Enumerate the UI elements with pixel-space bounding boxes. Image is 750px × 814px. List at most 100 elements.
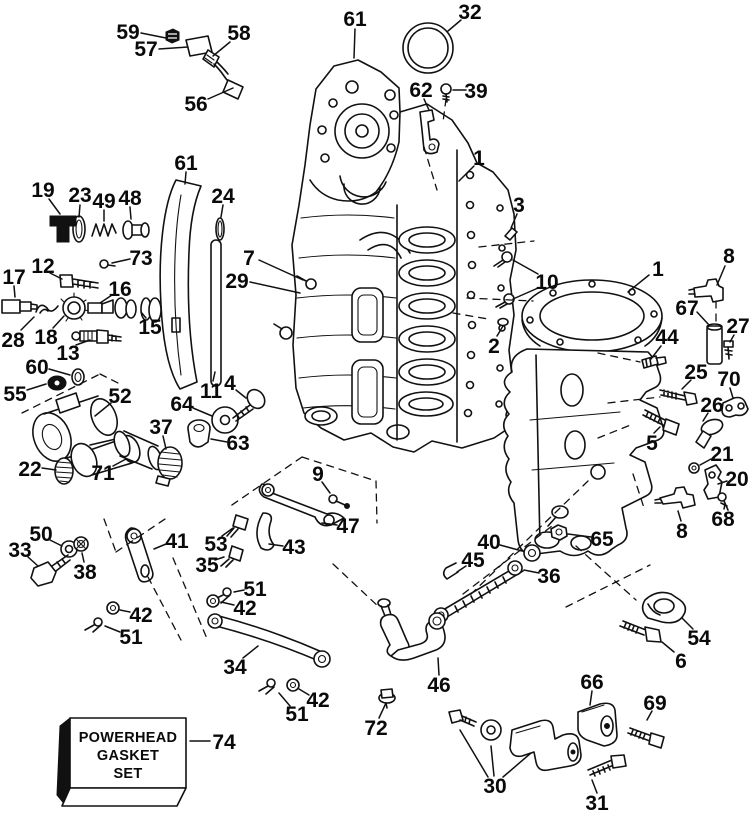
- bolt-25: [659, 389, 698, 406]
- callout-70: 70: [717, 368, 740, 391]
- callout-leader-46: [437, 657, 440, 676]
- callout-50: 50: [29, 523, 52, 546]
- side-cover-plate: [159, 179, 202, 390]
- callout-21: 21: [710, 443, 734, 466]
- callout-leader-50: [49, 539, 63, 547]
- callout-leader-30: [502, 752, 532, 778]
- callout-66: 66: [580, 671, 603, 694]
- callout-30: 30: [483, 775, 506, 798]
- screw-68: [717, 492, 729, 511]
- callout-71: 71: [91, 462, 115, 485]
- screw-39: [440, 83, 452, 103]
- dashed-line: [147, 576, 182, 641]
- dashed-line: [565, 564, 651, 608]
- callout-61: 61: [174, 152, 198, 175]
- callout-leader-60: [48, 368, 71, 376]
- seal-60: [71, 368, 85, 386]
- callout-leader-56: [207, 87, 234, 100]
- screws-10: [493, 251, 515, 309]
- dashed-line: [375, 480, 378, 524]
- callout-7: 7: [243, 247, 255, 270]
- washer-36: [507, 560, 523, 576]
- callout-13: 13: [56, 342, 79, 365]
- washer-64: [211, 406, 239, 434]
- callout-58: 58: [227, 22, 251, 45]
- callout-40: 40: [477, 531, 500, 554]
- dashed-line: [442, 98, 447, 123]
- stud-4: [232, 388, 266, 422]
- callout-35: 35: [195, 554, 219, 577]
- crank-journals: [398, 226, 456, 417]
- callout-leader-35: [214, 556, 225, 561]
- bolt-31: [587, 754, 627, 777]
- callout-leader-54: [681, 617, 694, 630]
- callout-leader-26: [702, 412, 709, 422]
- callout-leader-23: [78, 204, 81, 218]
- spark-plug-13: [71, 329, 122, 344]
- callout-26: 26: [700, 394, 723, 417]
- grease-fitting-9: [328, 494, 350, 509]
- washer-42-b: [106, 601, 120, 615]
- callout-51: 51: [119, 626, 143, 649]
- callout-leader-48: [129, 206, 132, 220]
- elbow-fitting-8-top: [688, 278, 724, 303]
- callout-leader-1: [458, 165, 475, 182]
- link-arm-47: [258, 483, 345, 527]
- callout-leader-5: [653, 426, 661, 434]
- callout-74: 74: [212, 731, 236, 754]
- washer-50: [60, 540, 78, 558]
- callout-leader-2: [496, 325, 504, 337]
- dashed-line: [332, 563, 381, 609]
- elbow-fitting-8-bottom: [654, 486, 696, 509]
- dashed-line: [301, 456, 377, 482]
- callout-31: 31: [585, 792, 609, 814]
- clip-51-b: [84, 617, 103, 633]
- washer-21: [688, 462, 700, 474]
- callout-48: 48: [118, 187, 142, 210]
- dashed-line: [99, 373, 119, 384]
- bolt-6: [619, 620, 662, 643]
- callout-60: 60: [25, 356, 48, 379]
- callout-leader-53: [221, 527, 234, 537]
- callout-leader-57: [158, 46, 189, 50]
- callout-32: 32: [458, 1, 481, 24]
- callout-51: 51: [285, 703, 309, 726]
- gasket-box-line1: POWERHEAD: [79, 730, 178, 746]
- callout-leader-12: [49, 272, 63, 280]
- callout-27: 27: [726, 315, 749, 338]
- screw-53: [226, 514, 249, 538]
- fitting-44: [641, 355, 667, 369]
- callout-45: 45: [461, 549, 485, 572]
- callout-leader-8: [716, 265, 726, 286]
- gasket-set-box: POWERHEAD GASKET SET: [56, 716, 187, 807]
- callout-leader-16: [99, 294, 113, 304]
- callout-42: 42: [129, 604, 152, 627]
- ring-18: [60, 292, 90, 322]
- bolt-72: [378, 688, 396, 709]
- callout-leader-32: [447, 19, 462, 32]
- flange-holes: [526, 280, 658, 346]
- callout-12: 12: [31, 255, 54, 278]
- callout-55: 55: [3, 383, 27, 406]
- callout-49: 49: [92, 190, 115, 213]
- callout-leader-30: [459, 729, 489, 778]
- callout-leader-10: [512, 259, 539, 275]
- screw-27: [723, 340, 734, 360]
- callout-leader-61: [184, 171, 187, 185]
- dashed-line: [478, 240, 535, 248]
- shaft-16: [87, 297, 137, 319]
- gasket-box-line3: SET: [113, 766, 142, 782]
- callout-6: 6: [675, 650, 687, 673]
- mount-bracket-54: [641, 591, 687, 624]
- callout-leader-61: [353, 28, 356, 59]
- callout-leader-38: [81, 552, 85, 563]
- callout-leader-42: [119, 609, 131, 613]
- callout-2: 2: [488, 335, 500, 358]
- callout-leader-62: [423, 98, 430, 111]
- cylinder-block: [273, 59, 517, 453]
- callout-62: 62: [409, 79, 432, 102]
- callout-leader-30: [490, 745, 495, 777]
- grommet-55: [47, 375, 67, 391]
- dashed-line: [632, 473, 646, 512]
